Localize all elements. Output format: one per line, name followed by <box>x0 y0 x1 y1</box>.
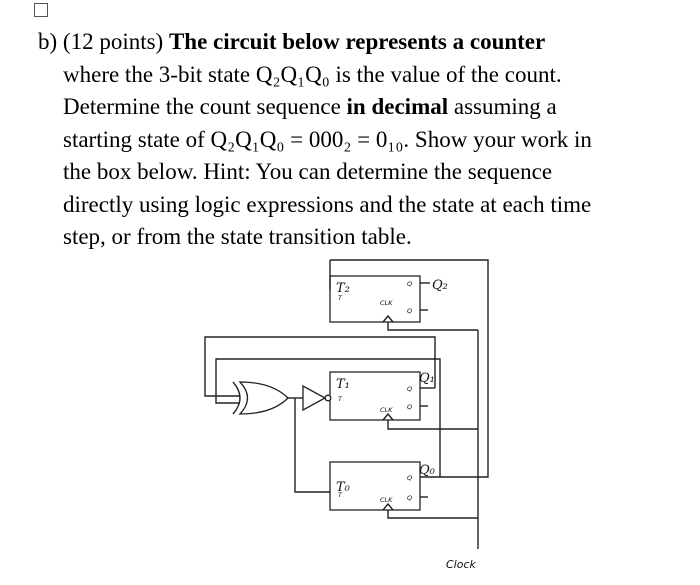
emphasis-in-decimal: in decimal <box>346 94 449 119</box>
ff1-output-label: Q₁ <box>419 371 435 386</box>
svg-text:T: T <box>338 294 343 302</box>
clock-tap-ff1 <box>387 420 478 430</box>
svg-text:CLK: CLK <box>380 496 393 504</box>
ff0-clock-triangle <box>382 502 394 511</box>
svg-text:Q: Q <box>407 280 412 288</box>
q0-to-xor-wire <box>215 358 441 477</box>
t0-input-wire <box>294 398 330 493</box>
svg-text:Q: Q <box>407 307 412 315</box>
ff1-clock-triangle <box>382 412 394 421</box>
problem-lead: The circuit below represents a counter <box>168 29 546 54</box>
ff0-box <box>329 461 421 511</box>
q0-feedback-wire <box>330 259 489 478</box>
svg-text:CLK: CLK <box>380 299 393 307</box>
svg-text:Q: Q <box>407 474 412 482</box>
svg-text:Q: Q <box>407 385 412 393</box>
clock-label: Clock <box>446 558 477 571</box>
problem-line-1: b) (12 points) The circuit below represe… <box>38 26 688 59</box>
ff0-output-label: Q₀ <box>419 463 436 478</box>
ff2-box <box>329 275 421 323</box>
problem-line-7: step, or from the state transition table… <box>63 224 412 249</box>
ff2-clock-triangle <box>382 314 394 323</box>
svg-text:Q: Q <box>407 403 412 411</box>
xor-back-curve <box>232 381 241 415</box>
svg-text:T: T <box>338 491 343 499</box>
problem-line-2: where the 3-bit state Q₂Q₁Q₀ is the valu… <box>63 61 562 87</box>
xor-gate <box>238 381 289 415</box>
clock-tap-ff2 <box>387 322 478 331</box>
ff1-input-label: T₁ <box>336 377 350 392</box>
problem-line-5: the box below. Hint: You can determine t… <box>63 159 553 184</box>
ff0-input-label: T₀ <box>336 480 351 495</box>
problem-label: b) (12 points) <box>38 29 164 54</box>
problem-line-6: directly using logic expressions and the… <box>63 191 592 217</box>
problem-line-3: Determine the count sequence in decimal … <box>63 94 557 119</box>
ff2-output-label: Q₂ <box>432 278 448 293</box>
clock-tap-ff0 <box>387 510 478 519</box>
svg-text:Q: Q <box>407 494 412 502</box>
checkbox[interactable] <box>34 3 48 17</box>
buffer-bubble <box>324 394 332 402</box>
ff2-input-label: T₂ <box>336 281 350 296</box>
svg-text:CLK: CLK <box>380 406 393 414</box>
problem-text: b) (12 points) The circuit below represe… <box>38 26 688 254</box>
problem-line-4: starting state of Q₂Q₁Q₀ = 000₂ = 0₁₀. S… <box>63 126 592 152</box>
buffer-triangle <box>302 384 327 412</box>
svg-text:T: T <box>338 395 343 403</box>
